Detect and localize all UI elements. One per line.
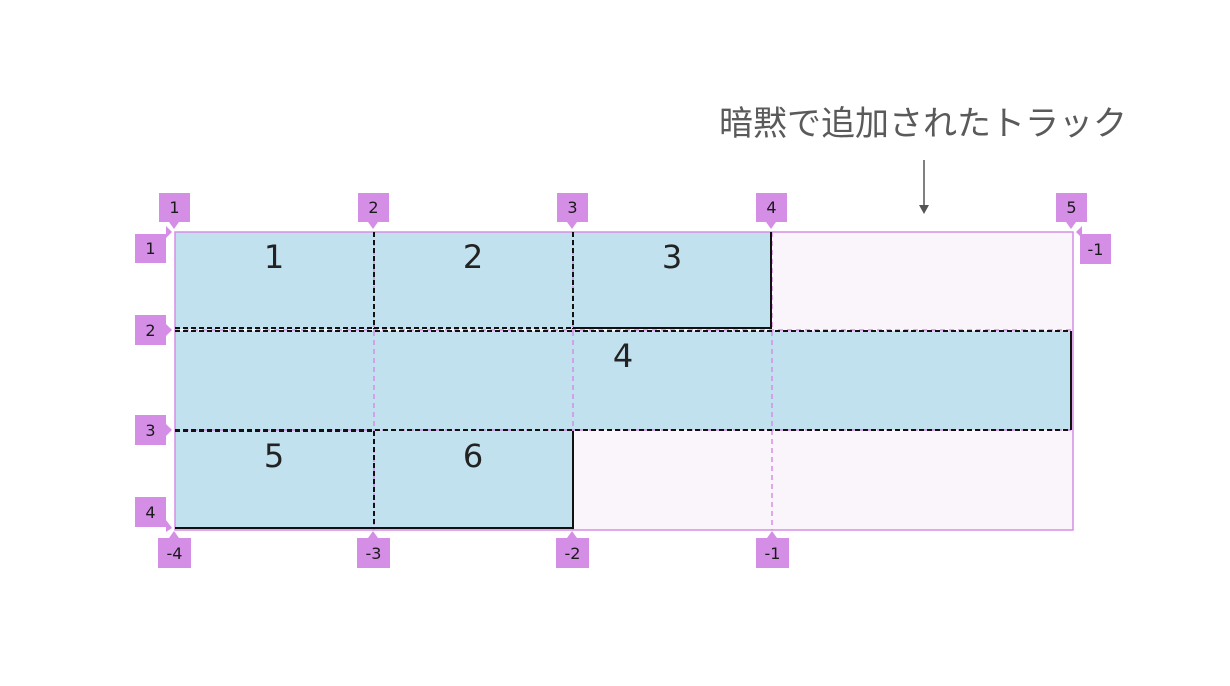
row-badges-left: 1 2 3 4 [135, 226, 172, 532]
column-badges-bottom: -4 -3 -2 -1 [158, 531, 789, 568]
annotation-arrow [919, 160, 929, 214]
col-line-badge: 1 [159, 193, 190, 229]
col-line-badge: -2 [556, 531, 589, 568]
col-line-badge: 5 [1056, 193, 1087, 229]
grid-item-1 [175, 232, 374, 329]
svg-text:-1: -1 [1088, 240, 1104, 259]
col-line-badge: -1 [756, 531, 789, 568]
grid-item-5 [175, 430, 374, 529]
item-label-4: 4 [613, 337, 633, 375]
svg-text:2: 2 [145, 321, 155, 340]
grid-items [175, 232, 1071, 529]
svg-text:1: 1 [169, 198, 179, 217]
item-borders [175, 232, 1072, 529]
item-label-3: 3 [662, 238, 682, 276]
item-label-2: 2 [463, 238, 483, 276]
row-line-badge: 3 [135, 415, 172, 445]
svg-text:1: 1 [145, 239, 155, 258]
svg-text:3: 3 [145, 421, 155, 440]
col-line-badge: 2 [358, 193, 389, 229]
svg-text:4: 4 [766, 198, 776, 217]
svg-text:5: 5 [1066, 198, 1076, 217]
grid-item-3 [573, 232, 772, 329]
svg-text:4: 4 [145, 503, 155, 522]
item-label-6: 6 [463, 437, 483, 475]
row-line-badge: 1 [135, 226, 172, 263]
row-line-badge: 2 [135, 315, 172, 345]
col-line-badge: 3 [557, 193, 588, 229]
row-badges-right: -1 [1076, 226, 1111, 264]
item-label-5: 5 [264, 437, 284, 475]
svg-text:-2: -2 [565, 544, 581, 563]
item-label-1: 1 [264, 238, 284, 276]
grid-item-2 [374, 232, 573, 329]
column-badges-top: 1 2 3 4 5 [159, 193, 1087, 229]
col-line-badge: -4 [158, 531, 191, 568]
row-line-badge: -1 [1076, 226, 1111, 264]
svg-text:-4: -4 [167, 544, 183, 563]
grid-item-6 [374, 430, 573, 529]
svg-text:-1: -1 [765, 544, 781, 563]
annotation-text: 暗黙で追加されたトラック [719, 104, 1127, 144]
svg-text:2: 2 [368, 198, 378, 217]
row-line-badge: 4 [135, 497, 172, 532]
col-line-badge: 4 [756, 193, 787, 229]
grid-item-4 [175, 331, 1071, 430]
svg-text:3: 3 [567, 198, 577, 217]
grid-outline [174, 231, 1074, 531]
col-line-badge: -3 [357, 531, 390, 568]
svg-text:-3: -3 [366, 544, 382, 563]
